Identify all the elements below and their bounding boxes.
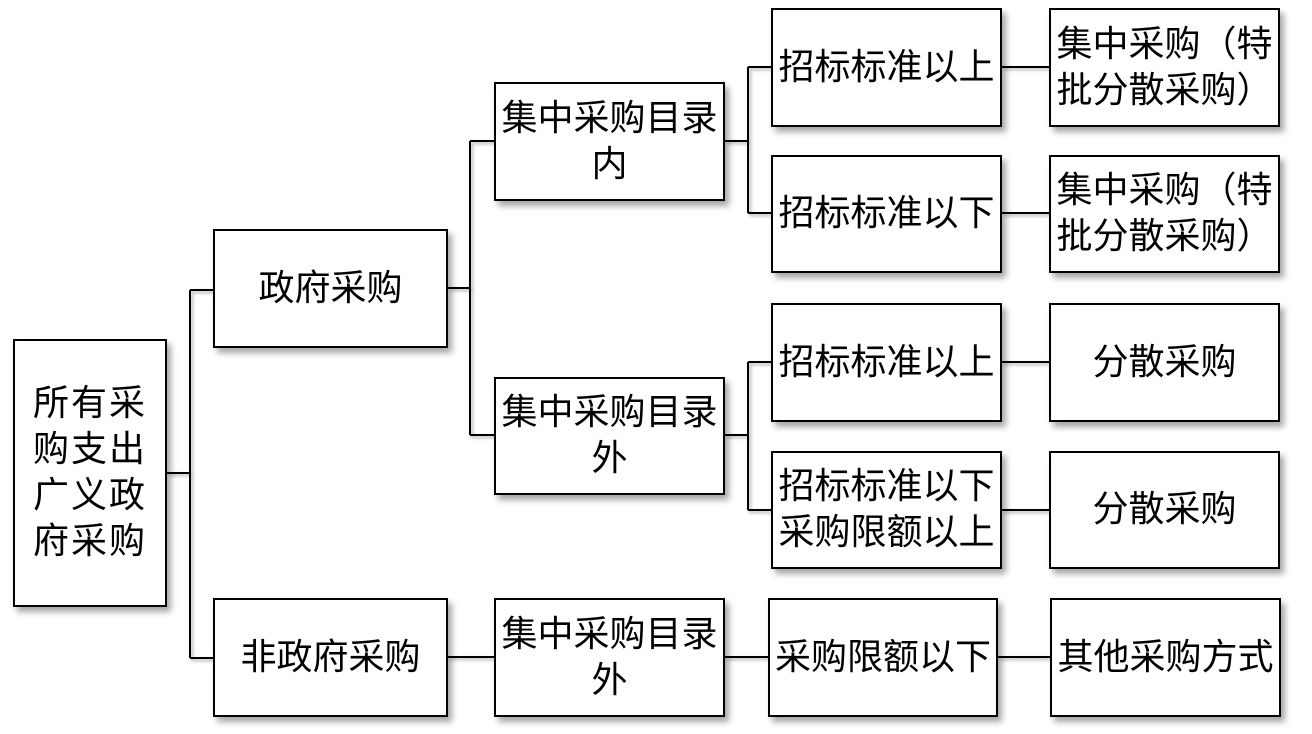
node-out-below-result-label: 分散采购 — [1092, 489, 1237, 530]
node-in-catalog-above-tender-label: 招标标准以上 — [778, 46, 995, 88]
node-government-procurement-label: 政府采购 — [258, 267, 403, 309]
node-in-catalog-below-tender-label: 招标标准以下 — [778, 193, 995, 234]
node-non-gov-out-central-catalog-label: 集中采购目录外 — [501, 613, 718, 701]
connector-out-catalog — [725, 361, 771, 511]
node-out-catalog-above-tender-label: 招标标准以上 — [778, 341, 995, 383]
node-in-catalog-above-tender: 招标标准以上 — [771, 8, 1002, 127]
node-root-all-procurement: 所有采购支出广义政府采购 — [13, 339, 167, 607]
node-out-catalog-below-tender-above-limit: 招标标准以下 采购限额以上 — [771, 451, 1002, 569]
node-out-above-result-label: 分散采购 — [1092, 341, 1237, 383]
node-government-procurement: 政府采购 — [213, 229, 448, 348]
connector-root — [167, 289, 213, 659]
node-in-below-result-label: 集中采购（特 批分散采购） — [1056, 170, 1273, 257]
connector-in-catalog — [725, 66, 771, 214]
node-non-government-procurement-label: 非政府采购 — [240, 636, 421, 678]
node-other-procurement-methods-label: 其他采购方式 — [1057, 636, 1274, 678]
node-non-government-procurement: 非政府采购 — [213, 598, 448, 717]
node-below-procurement-limit: 采购限额以下 — [768, 598, 998, 717]
node-out-above-result-decentralized: 分散采购 — [1049, 303, 1280, 422]
connector-gov — [448, 140, 494, 436]
node-out-catalog-below-tender-above-limit-label: 招标标准以下 采购限额以上 — [778, 466, 995, 553]
node-below-procurement-limit-label: 采购限额以下 — [774, 636, 991, 678]
node-in-below-result-central-procurement: 集中采购（特 批分散采购） — [1049, 155, 1280, 273]
node-out-central-catalog-label: 集中采购目录外 — [501, 392, 718, 479]
node-other-procurement-methods: 其他采购方式 — [1050, 598, 1281, 717]
node-in-central-catalog-label: 集中采购目录内 — [501, 97, 718, 185]
node-non-gov-out-central-catalog: 集中采购目录外 — [494, 598, 725, 717]
node-out-central-catalog: 集中采购目录外 — [494, 377, 725, 495]
node-in-central-catalog: 集中采购目录内 — [494, 82, 725, 201]
node-in-catalog-below-tender: 招标标准以下 — [771, 155, 1002, 273]
node-out-below-result-decentralized: 分散采购 — [1049, 451, 1280, 569]
node-out-catalog-above-tender: 招标标准以上 — [771, 303, 1002, 422]
node-root-label: 所有采购支出广义政府采购 — [32, 383, 147, 562]
node-in-above-result-central-procurement: 集中采购（特 批分散采购） — [1049, 8, 1280, 127]
node-in-above-result-label: 集中采购（特 批分散采购） — [1056, 23, 1273, 111]
